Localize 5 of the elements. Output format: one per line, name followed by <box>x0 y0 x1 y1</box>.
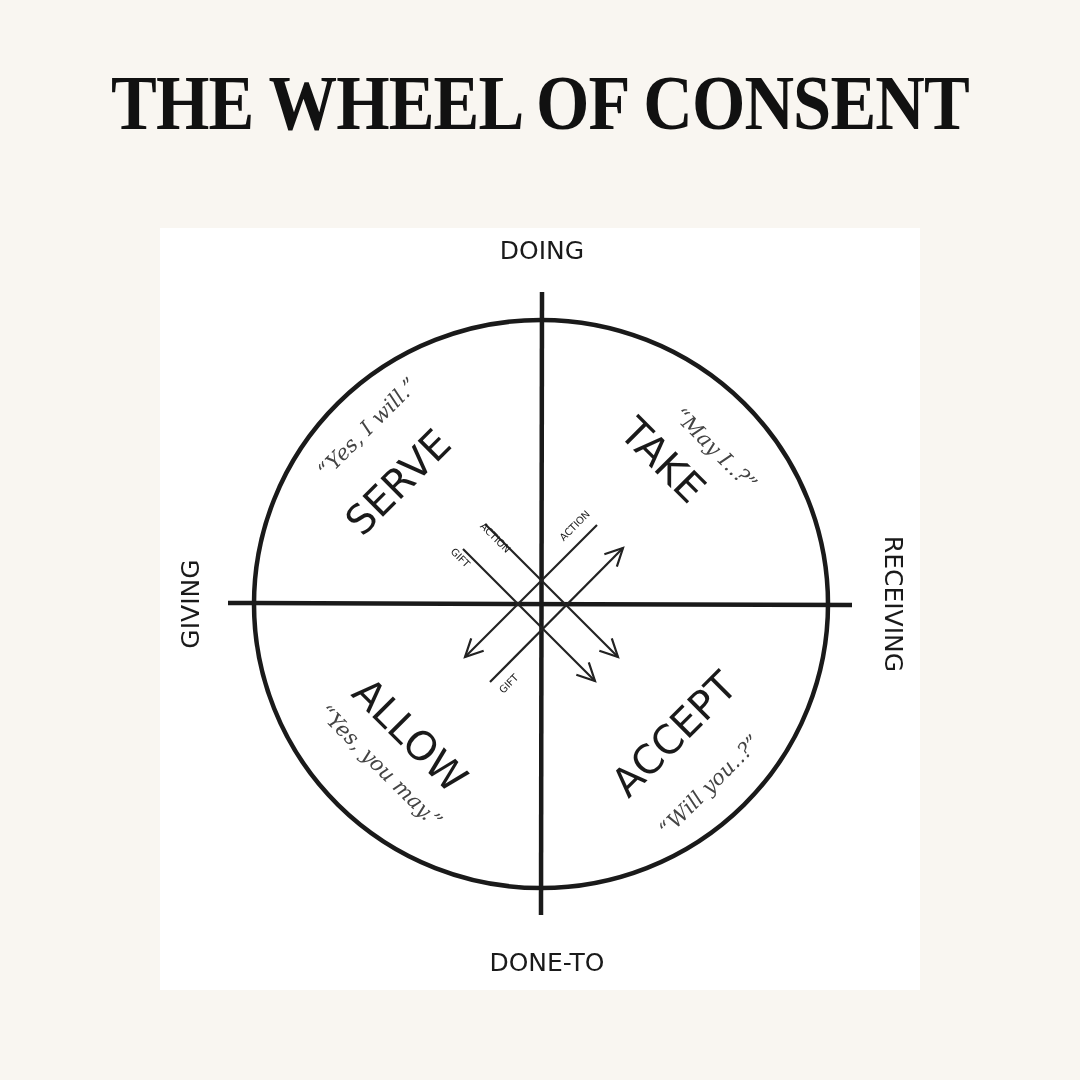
axis-label: DONE-TO <box>489 949 605 975</box>
axis-label: DOING <box>499 237 585 263</box>
title: THE WHEEL OF CONSENT <box>110 58 970 148</box>
axis-label: GIVING <box>177 559 203 649</box>
axis-label: RECEIVING <box>880 535 906 673</box>
